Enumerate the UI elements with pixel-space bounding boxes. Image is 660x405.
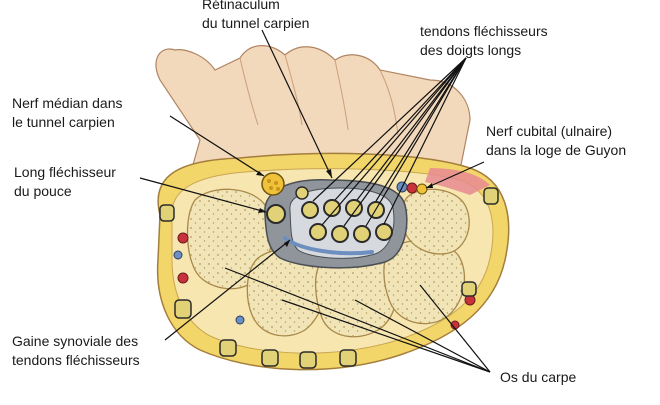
label-line: Long fléchisseur: [14, 164, 116, 180]
label-line: dans la loge de Guyon: [486, 142, 627, 158]
flexor-pollicis-tendon: [266, 204, 286, 224]
small-tendon: [295, 186, 309, 200]
label-carpal-bones: Os du carpe: [500, 368, 576, 387]
label-line: tendons fléchisseurs: [12, 352, 140, 368]
label-median-nerve: Nerf médian dans le tunnel carpien: [12, 94, 123, 132]
pointer-lines: [139, 29, 491, 373]
label-line: du tunnel carpien: [202, 15, 310, 31]
label-line: Nerf cubital (ulnaire): [486, 123, 613, 139]
label-line: tendons fléchisseurs: [420, 23, 548, 39]
label-line: Nerf médian dans: [12, 95, 123, 111]
flexor-tendons: [301, 199, 393, 243]
label-flexor-tendons: tendons fléchisseurs des doigts longs: [420, 22, 548, 60]
label-line: Gaine synoviale des: [12, 333, 139, 349]
label-line: Os du carpe: [500, 369, 577, 385]
label-retinaculum: Rétinaculum du tunnel carpien: [202, 0, 309, 33]
hypothenar-muscle: [425, 168, 490, 195]
label-synovial-sheath: Gaine synoviale des tendons fléchisseurs: [12, 332, 140, 370]
label-line: le tunnel carpien: [12, 114, 115, 130]
peripheral-structures: [159, 187, 499, 369]
median-nerve: [261, 172, 285, 196]
pointer-arrowheads: [256, 169, 433, 247]
label-line: du pouce: [14, 183, 72, 199]
label-flexor-pollicis: Long fléchisseur du pouce: [14, 163, 116, 201]
label-line: des doigts longs: [420, 42, 522, 58]
label-line: Rétinaculum: [202, 0, 280, 12]
label-ulnar-nerve: Nerf cubital (ulnaire) dans la loge de G…: [486, 122, 626, 160]
